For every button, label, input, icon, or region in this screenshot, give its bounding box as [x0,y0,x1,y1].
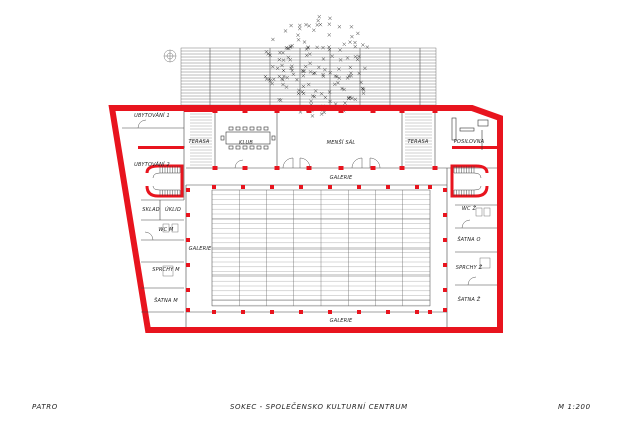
room-label-terasa-right: TERASA [407,139,429,145]
stair-right [450,164,489,198]
interior-partitions [122,111,497,327]
room-label-ubytovani-1: UBYTOVÁNÍ 1 [134,113,170,119]
room-label-terasa-left: TERASA [188,139,210,145]
scale-label: M 1:200 [558,403,591,411]
terrace-hatch [190,113,432,166]
sanitary-fixtures [162,207,491,277]
room-label-klub: KLUB [239,140,253,146]
room-label-uklid: ÚKLID [164,207,182,213]
room-label-satna-m: ŠATNA M [154,298,178,304]
drawing-title: SOKEC - SPOLEČENSKO KULTURNÍ CENTRUM [230,403,408,411]
tree-symbol [263,14,370,118]
atrium-void-grid [211,189,431,307]
room-label-galerie-left: GALERIE [188,246,212,252]
room-label-galerie-bottom: GALERIE [329,318,353,324]
room-label-satna-z: ŠATNA Ž [457,297,481,303]
door-swings [137,119,477,286]
stair-left [145,164,184,198]
room-label-satna-o: ŠATNA O [457,237,481,243]
room-label-ubytovani-2: UBYTOVÁNÍ 2 [134,162,170,168]
room-label-wc-m: WC M [158,227,174,233]
room-label-sklad: SKLAD [142,207,160,213]
room-label-sprchy-z: SPRCHY Ž [455,265,483,271]
room-label-posilovna: POSILOVNA [453,139,485,145]
room-label-sprchy-m: SPRCHY M [152,267,180,273]
room-label-mensi-sal: MENŠÍ SÁL [326,140,356,146]
outer-wall [108,105,503,333]
structural-columns [138,108,497,314]
floor-name: PATRO [32,403,58,411]
room-label-wc-z: WC Ž [461,206,477,212]
gym-equipment [451,117,489,150]
planter-symbol [163,49,177,63]
roof-canopy [180,47,437,107]
club-table [220,126,276,150]
room-label-galerie-top: GALERIE [329,175,353,181]
